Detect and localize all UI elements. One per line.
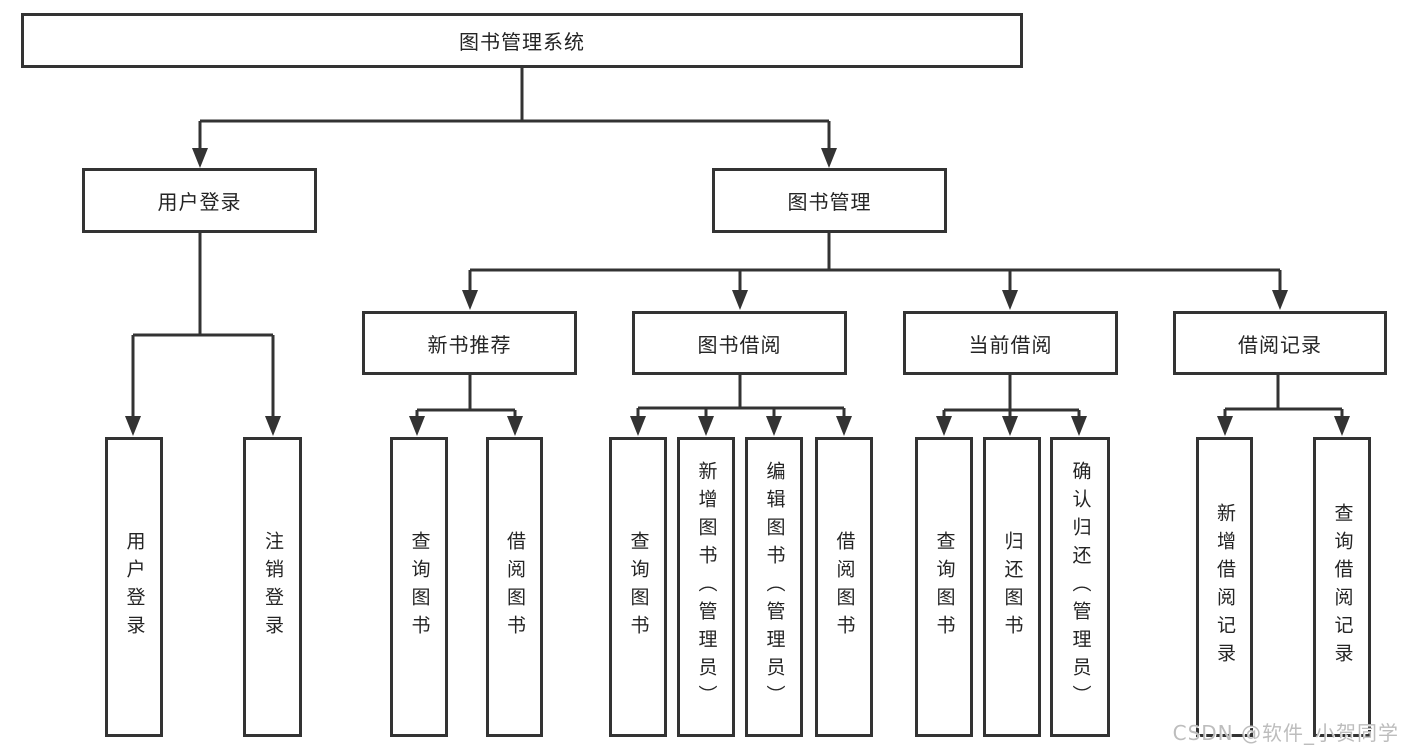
arrow-down-icon <box>630 408 646 436</box>
node-label: 借阅图书 <box>833 531 856 643</box>
leaf-query-books-recommend: 查询图书 <box>390 437 448 737</box>
node-borrow-records: 借阅记录 <box>1173 311 1387 375</box>
node-label: 查询图书 <box>627 531 650 643</box>
leaf-add-book-admin: 新增图书（管理员） <box>677 437 735 737</box>
node-label: 查询借阅记录 <box>1331 503 1354 671</box>
leaf-query-borrow-record: 查询借阅记录 <box>1313 437 1371 737</box>
node-label: 用户登录 <box>123 531 146 643</box>
leaf-add-borrow-record: 新增借阅记录 <box>1196 437 1253 737</box>
arrow-down-icon <box>766 408 782 436</box>
arrow-down-icon <box>1217 409 1233 436</box>
arrow-down-icon <box>821 121 837 168</box>
leaf-borrow-books-recommend: 借阅图书 <box>486 437 543 737</box>
leaf-return-books: 归还图书 <box>983 437 1041 737</box>
node-book-borrowing: 图书借阅 <box>632 311 847 375</box>
node-label: 当前借阅 <box>968 332 1053 357</box>
arrow-down-icon <box>1002 270 1018 310</box>
node-book-management: 图书管理 <box>712 168 947 233</box>
watermark: CSDN @软件_小贺同学 <box>1172 721 1399 745</box>
arrow-down-icon <box>265 335 281 436</box>
leaf-query-books-borrowing: 查询图书 <box>609 437 667 737</box>
leaf-edit-book-admin: 编辑图书（管理员） <box>745 437 803 737</box>
arrow-down-icon <box>192 121 208 168</box>
node-label: 查询图书 <box>933 531 956 643</box>
arrow-down-icon <box>507 410 523 436</box>
node-label: 图书借阅 <box>697 332 782 357</box>
node-library-system: 图书管理系统 <box>21 13 1023 68</box>
arrow-down-icon <box>1002 410 1018 436</box>
arrow-down-icon <box>732 270 748 310</box>
arrow-down-icon <box>836 408 852 436</box>
arrow-down-icon <box>409 410 425 436</box>
node-label: 新增图书（管理员） <box>695 461 718 713</box>
leaf-logout: 注销登录 <box>243 437 302 737</box>
arrow-down-icon <box>125 335 141 436</box>
node-current-borrowing: 当前借阅 <box>903 311 1118 375</box>
node-label: 确认归还（管理员） <box>1069 461 1092 713</box>
node-label: 借阅图书 <box>504 531 526 643</box>
node-user-login-branch: 用户登录 <box>82 168 317 233</box>
leaf-query-books-current: 查询图书 <box>915 437 973 737</box>
leaf-confirm-return-admin: 确认归还（管理员） <box>1050 437 1110 737</box>
node-label: 新增借阅记录 <box>1214 503 1236 671</box>
node-label: 图书管理系统 <box>459 30 585 54</box>
node-label: 借阅记录 <box>1238 332 1322 357</box>
node-label: 查询图书 <box>408 531 431 643</box>
node-new-book-recommend: 新书推荐 <box>362 311 577 375</box>
arrow-down-icon <box>1272 270 1288 310</box>
node-label: 归还图书 <box>1001 531 1024 643</box>
arrow-down-icon <box>698 408 714 436</box>
leaf-user-login: 用户登录 <box>105 437 163 737</box>
arrow-down-icon <box>462 270 478 310</box>
node-label: 图书管理 <box>787 190 872 214</box>
node-label: 新书推荐 <box>427 332 512 357</box>
node-label: 用户登录 <box>157 190 242 214</box>
arrow-down-icon <box>1071 410 1087 436</box>
node-label: 注销登录 <box>262 531 284 643</box>
node-label: 编辑图书（管理员） <box>763 461 786 713</box>
arrow-down-icon <box>936 410 952 436</box>
arrow-down-icon <box>1334 409 1350 436</box>
leaf-borrow-books: 借阅图书 <box>815 437 873 737</box>
